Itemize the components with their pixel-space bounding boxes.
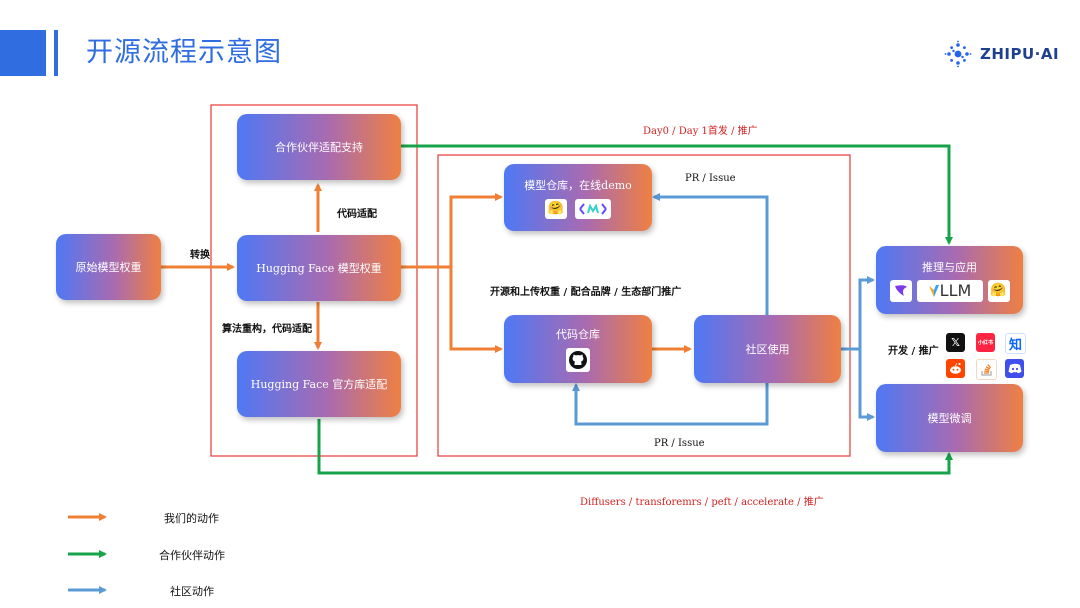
node-label: Hugging Face 模型权重 xyxy=(256,262,382,275)
label-open-source-upload: 开源和上传权重 / 配合品牌 / 生态部门推广 xyxy=(490,287,682,298)
node-inference: 推理与应用 LLM 🤗 xyxy=(876,246,1023,314)
modelscope-icon xyxy=(575,198,611,219)
legend-label-community: 社区动作 xyxy=(170,585,214,598)
brand-name: ZHIPU·AI xyxy=(980,45,1060,63)
label-pr-issue-top: PR / Issue xyxy=(685,173,736,184)
node-model-repo: 模型仓库，在线demo 🤗 xyxy=(504,164,652,231)
group-frame-right xyxy=(437,154,851,457)
vllm-text: LLM xyxy=(939,281,972,300)
brand-logo: ZHIPU·AI xyxy=(944,40,1059,68)
node-community-use: 社区使用 xyxy=(694,315,841,383)
vllm-icon: LLM xyxy=(916,279,983,302)
node-original-weights: 原始模型权重 xyxy=(56,234,161,300)
node-label: 社区使用 xyxy=(745,343,790,356)
label-pr-issue-bottom: PR / Issue xyxy=(654,438,705,449)
group-frame-left xyxy=(210,104,418,457)
label-code-adapt: 代码适配 xyxy=(337,209,377,220)
header-accent-block xyxy=(0,30,46,76)
edge-to-model-repo xyxy=(449,193,503,267)
reddit-icon xyxy=(946,359,965,378)
stackoverflow-icon xyxy=(976,359,997,380)
label-dev-promote: 开发 / 推广 xyxy=(888,346,939,357)
node-label: 代码仓库 xyxy=(556,328,600,341)
edge-day0 xyxy=(401,144,953,245)
edge-to-finetune xyxy=(858,349,875,421)
hugging-face-icon: 🤗 xyxy=(545,198,567,219)
edge-diffusers xyxy=(317,419,953,475)
edge-to-code-repo xyxy=(449,267,503,353)
node-label: 原始模型权重 xyxy=(75,261,142,274)
node-hf-official: Hugging Face 官方库适配 xyxy=(237,351,401,417)
label-day0: Day0 / Day 1首发 / 推广 xyxy=(643,126,758,137)
discord-icon xyxy=(1005,359,1024,378)
legend-label-partner: 合作伙伴动作 xyxy=(159,549,225,562)
github-icon xyxy=(566,348,590,372)
hugging-face-icon: 🤗 xyxy=(987,279,1010,302)
node-label: 模型微调 xyxy=(927,412,972,425)
node-code-repo: 代码仓库 xyxy=(504,315,652,383)
sglang-icon xyxy=(889,279,912,302)
zhipu-logo-icon xyxy=(944,40,972,68)
page-title: 开源流程示意图 xyxy=(86,37,282,68)
node-finetune: 模型微调 xyxy=(876,384,1023,452)
node-hf-weights: Hugging Face 模型权重 xyxy=(237,235,401,301)
node-label: 模型仓库，在线demo xyxy=(524,178,632,192)
node-label: Hugging Face 官方库适配 xyxy=(250,378,388,391)
legend-label-ours: 我们的动作 xyxy=(164,512,219,525)
node-label: 合作伙伴适配支持 xyxy=(275,141,363,154)
edge-pr-issue-bottom xyxy=(572,383,769,426)
x-twitter-icon: 𝕏 xyxy=(946,333,965,352)
label-diffusers: Diffusers / transforemrs / peft / accele… xyxy=(580,497,824,508)
label-algo-restructure: 算法重构，代码适配 xyxy=(222,324,312,335)
xiaohongshu-icon: 小红书 xyxy=(976,333,995,352)
edge-pr-issue-top xyxy=(652,193,769,315)
node-label: 推理与应用 xyxy=(922,260,977,274)
node-partner-support: 合作伙伴适配支持 xyxy=(237,114,401,180)
header-accent-line xyxy=(54,30,58,76)
zhihu-icon: 知 xyxy=(1005,333,1026,354)
edge-to-inference xyxy=(858,276,875,349)
label-convert: 转换 xyxy=(190,250,210,261)
